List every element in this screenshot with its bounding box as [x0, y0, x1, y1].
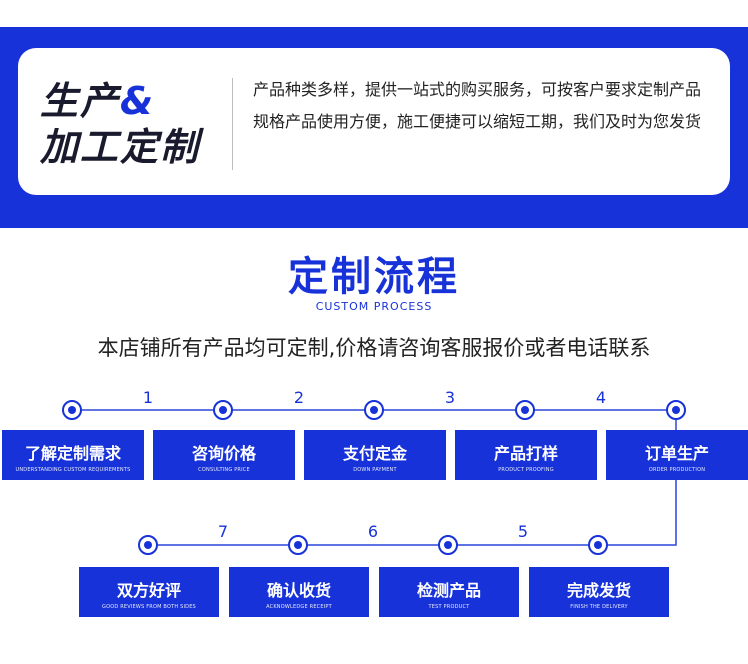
step-label: 确认收货	[266, 581, 331, 600]
step-label-en: UNDERSTANDING CUSTOM REQUIREMENTS	[15, 467, 131, 473]
section-description: 本店铺所有产品均可定制,价格请咨询客服报价或者电话联系	[97, 336, 651, 360]
row1-node	[213, 400, 233, 420]
step-label-en: FINISH THE DELIVERY	[570, 604, 628, 610]
banner-title-line1: 生产	[40, 79, 121, 123]
row1-node	[62, 400, 82, 420]
row2-node	[138, 535, 158, 555]
step-label-en: GOOD REVIEWS FROM BOTH SIDES	[102, 604, 196, 610]
step-box-order-production: 订单生产 ORDER PRODUCTION	[606, 430, 748, 480]
step-box-finish-delivery: 完成发货 FINISH THE DELIVERY	[529, 567, 669, 617]
step-label: 支付定金	[342, 444, 407, 463]
step-label: 产品打样	[493, 444, 558, 463]
step-number: 6	[367, 522, 379, 541]
row2-node	[288, 535, 308, 555]
step-number: 4	[595, 388, 607, 407]
section-title: 定制流程	[288, 254, 460, 300]
step-label-en: ACKNOWLEDGE RECEIPT	[266, 604, 332, 610]
step-number: 3	[444, 388, 456, 407]
section-subtitle: CUSTOM PROCESS	[315, 300, 433, 313]
step-label: 咨询价格	[191, 444, 256, 463]
step-box-good-reviews: 双方好评 GOOD REVIEWS FROM BOTH SIDES	[79, 567, 219, 617]
row2-node	[438, 535, 458, 555]
step-box-test-product: 检测产品 TEST PRODUCT	[379, 567, 519, 617]
row1-node	[515, 400, 535, 420]
step-box-acknowledge-receipt: 确认收货 ACKNOWLEDGE RECEIPT	[229, 567, 369, 617]
row2-node	[588, 535, 608, 555]
step-label-en: ORDER PRODUCTION	[648, 467, 706, 473]
banner-title-amp: &	[120, 79, 156, 123]
step-number: 7	[217, 522, 229, 541]
step-label: 双方好评	[116, 581, 181, 600]
step-number: 2	[293, 388, 305, 407]
banner-description: 产品种类多样，提供一站式的购买服务，可按客户要求定制产品规格产品使用方便，施工便…	[253, 80, 702, 131]
step-label-en: TEST PRODUCT	[428, 604, 470, 610]
banner-title-line2: 加工定制	[40, 125, 201, 169]
banner-card: 生产& 加工定制 产品种类多样，提供一站式的购买服务，可按客户要求定制产品规格产…	[18, 48, 730, 195]
row1-node	[666, 400, 686, 420]
step-box-understand-requirements: 了解定制需求 UNDERSTANDING CUSTOM REQUIREMENTS	[2, 430, 144, 480]
step-label: 检测产品	[416, 581, 481, 600]
right-down-connector	[598, 480, 677, 546]
step-box-down-payment: 支付定金 DOWN PAYMENT	[304, 430, 446, 480]
step-number: 5	[517, 522, 529, 541]
step-label-en: DOWN PAYMENT	[353, 467, 397, 473]
banner-title: 生产& 加工定制	[40, 78, 200, 170]
step-label: 了解定制需求	[24, 444, 121, 463]
step-box-consult-price: 咨询价格 CONSULTING PRICE	[153, 430, 295, 480]
step-box-product-proofing: 产品打样 PRODUCT PROOFING	[455, 430, 597, 480]
banner-divider	[232, 78, 233, 170]
step-label-en: CONSULTING PRICE	[198, 467, 250, 473]
row1-node	[364, 400, 384, 420]
step-label: 订单生产	[644, 444, 709, 463]
step-label: 完成发货	[566, 581, 631, 600]
step-number: 1	[142, 388, 154, 407]
step-label-en: PRODUCT PROOFING	[498, 467, 554, 473]
